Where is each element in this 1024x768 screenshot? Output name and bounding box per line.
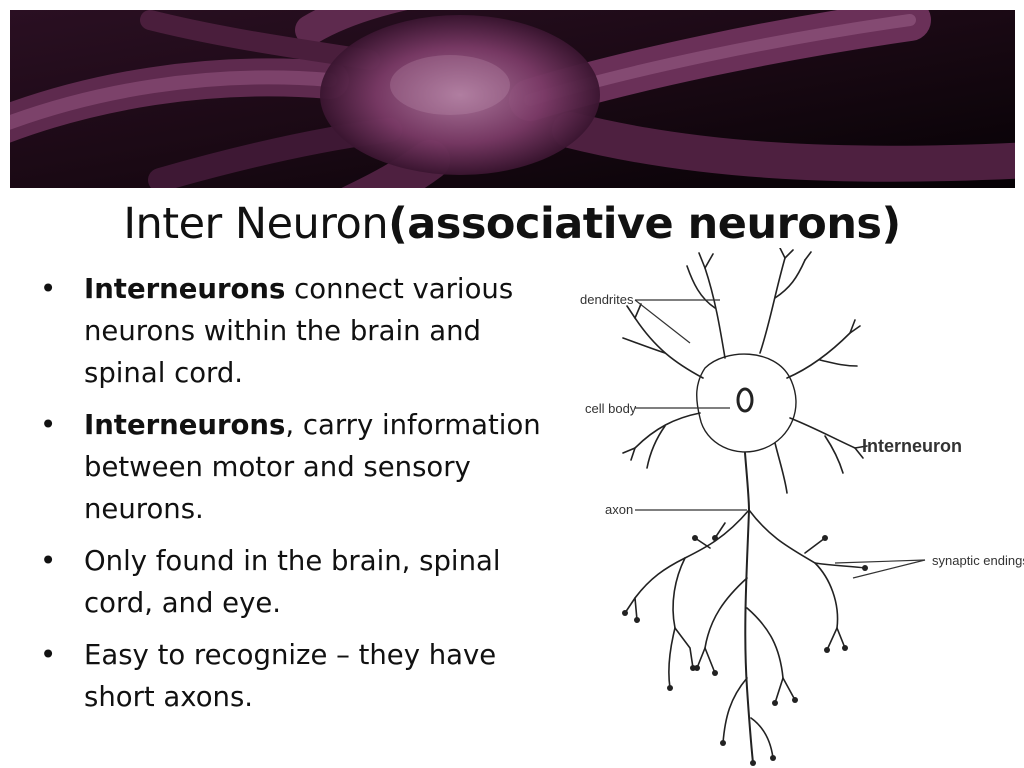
interneuron-illustration: dendrites cell body axon synaptic ending… [580,248,1024,766]
label-dendrites: dendrites [580,292,634,307]
neuron-banner-art [10,10,1015,188]
title-regular: Inter Neuron [123,199,389,249]
bullet-bold-text: Interneurons [84,273,286,305]
bullet-text: Easy to recognize – they have short axon… [84,639,497,713]
bullet-item: • Easy to recognize – they have short ax… [40,634,550,718]
bullet-marker: • [40,639,57,671]
label-cell-body: cell body [585,401,637,416]
label-synaptic-endings: synaptic endings [932,553,1024,568]
nucleus [736,387,754,413]
leader-lines [634,299,926,579]
bullet-item: • Interneurons connect various neurons w… [40,268,550,394]
bullet-text: connect various neurons within the brain… [84,273,514,389]
neuron-drawing [622,248,868,764]
bullet-marker: • [40,273,57,305]
bullet-text: , carry information between motor and se… [84,409,541,525]
bullet-text: Only found in the brain, spinal cord, an… [84,545,501,619]
label-axon: axon [605,502,633,517]
bullet-item: • Only found in the brain, spinal cord, … [40,540,550,624]
synaptic-terminals [622,535,868,766]
title-bold: (associative neurons) [388,199,901,249]
interneuron-diagram: dendrites cell body axon synaptic ending… [575,248,1024,768]
bullet-item: • Interneurons, carry information betwee… [40,404,550,530]
bullet-marker: • [40,545,57,577]
bullet-marker: • [40,409,57,441]
label-interneuron: Interneuron [862,436,962,456]
banner-image [10,10,1015,188]
bullet-bold-text: Interneurons [84,409,286,441]
slide-title: Inter Neuron(associative neurons) [0,193,1024,255]
bullet-list: • Interneurons connect various neurons w… [40,268,550,728]
